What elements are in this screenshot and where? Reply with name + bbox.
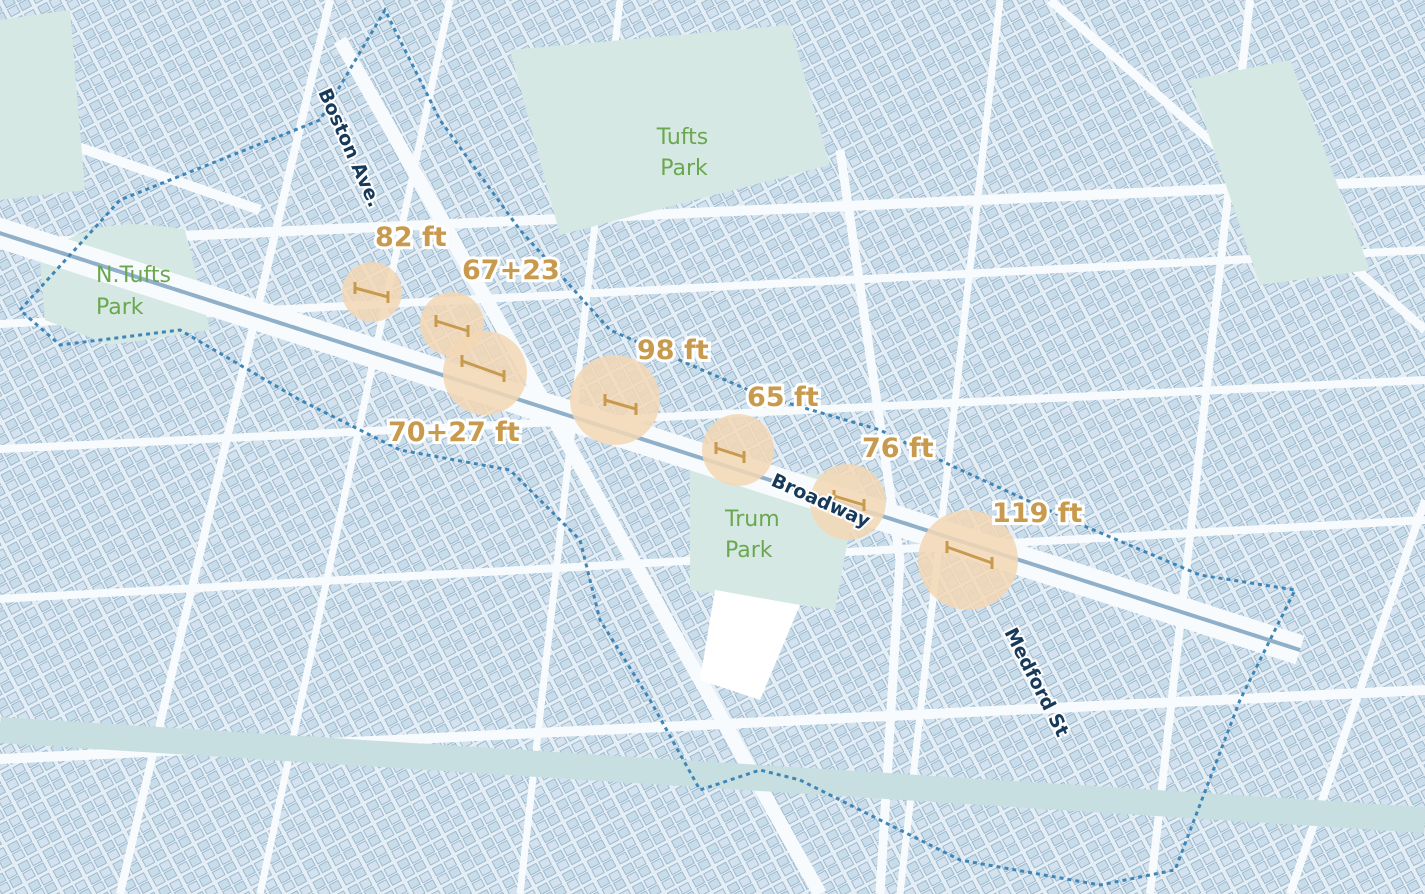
measure-67-23 <box>434 315 470 337</box>
highlight-76 <box>810 464 886 540</box>
crossing-measures <box>353 282 994 569</box>
n-tufts-park-label: N.Tufts Park <box>96 263 178 320</box>
measure-65 <box>714 442 746 463</box>
tufts-park-label: Tufts Park <box>656 125 716 181</box>
measure-98 <box>603 394 638 415</box>
tufts-park-area <box>510 25 830 235</box>
crossing-label-82: 82 ft <box>375 222 447 253</box>
crossing-label-119: 119 ft <box>992 498 1083 529</box>
crossing-highlights <box>342 262 1018 610</box>
measure-70-27 <box>460 355 506 382</box>
highlight-119 <box>918 510 1018 610</box>
trum-lot <box>700 590 800 700</box>
crossing-label-65: 65 ft <box>747 382 819 413</box>
crossing-label-98: 98 ft <box>637 335 709 366</box>
crossing-label-67-23: 67+23 <box>462 255 560 286</box>
study-area-boundary <box>17 6 1298 887</box>
crossing-label-70-27: 70+27 ft <box>388 417 520 448</box>
northeast-green <box>1190 60 1370 285</box>
trum-park-label: Trum Park <box>724 507 787 563</box>
measure-119 <box>945 541 994 569</box>
measure-82 <box>353 282 390 303</box>
northwest-green <box>0 10 85 200</box>
highlight-65 <box>702 414 774 486</box>
measure-76 <box>832 490 866 511</box>
rail-corridor <box>0 717 1425 833</box>
broadway-median <box>0 231 1301 652</box>
highlight-98 <box>570 355 660 445</box>
crossing-label-76: 76 ft <box>862 433 934 464</box>
highlight-70-27 <box>443 331 527 415</box>
